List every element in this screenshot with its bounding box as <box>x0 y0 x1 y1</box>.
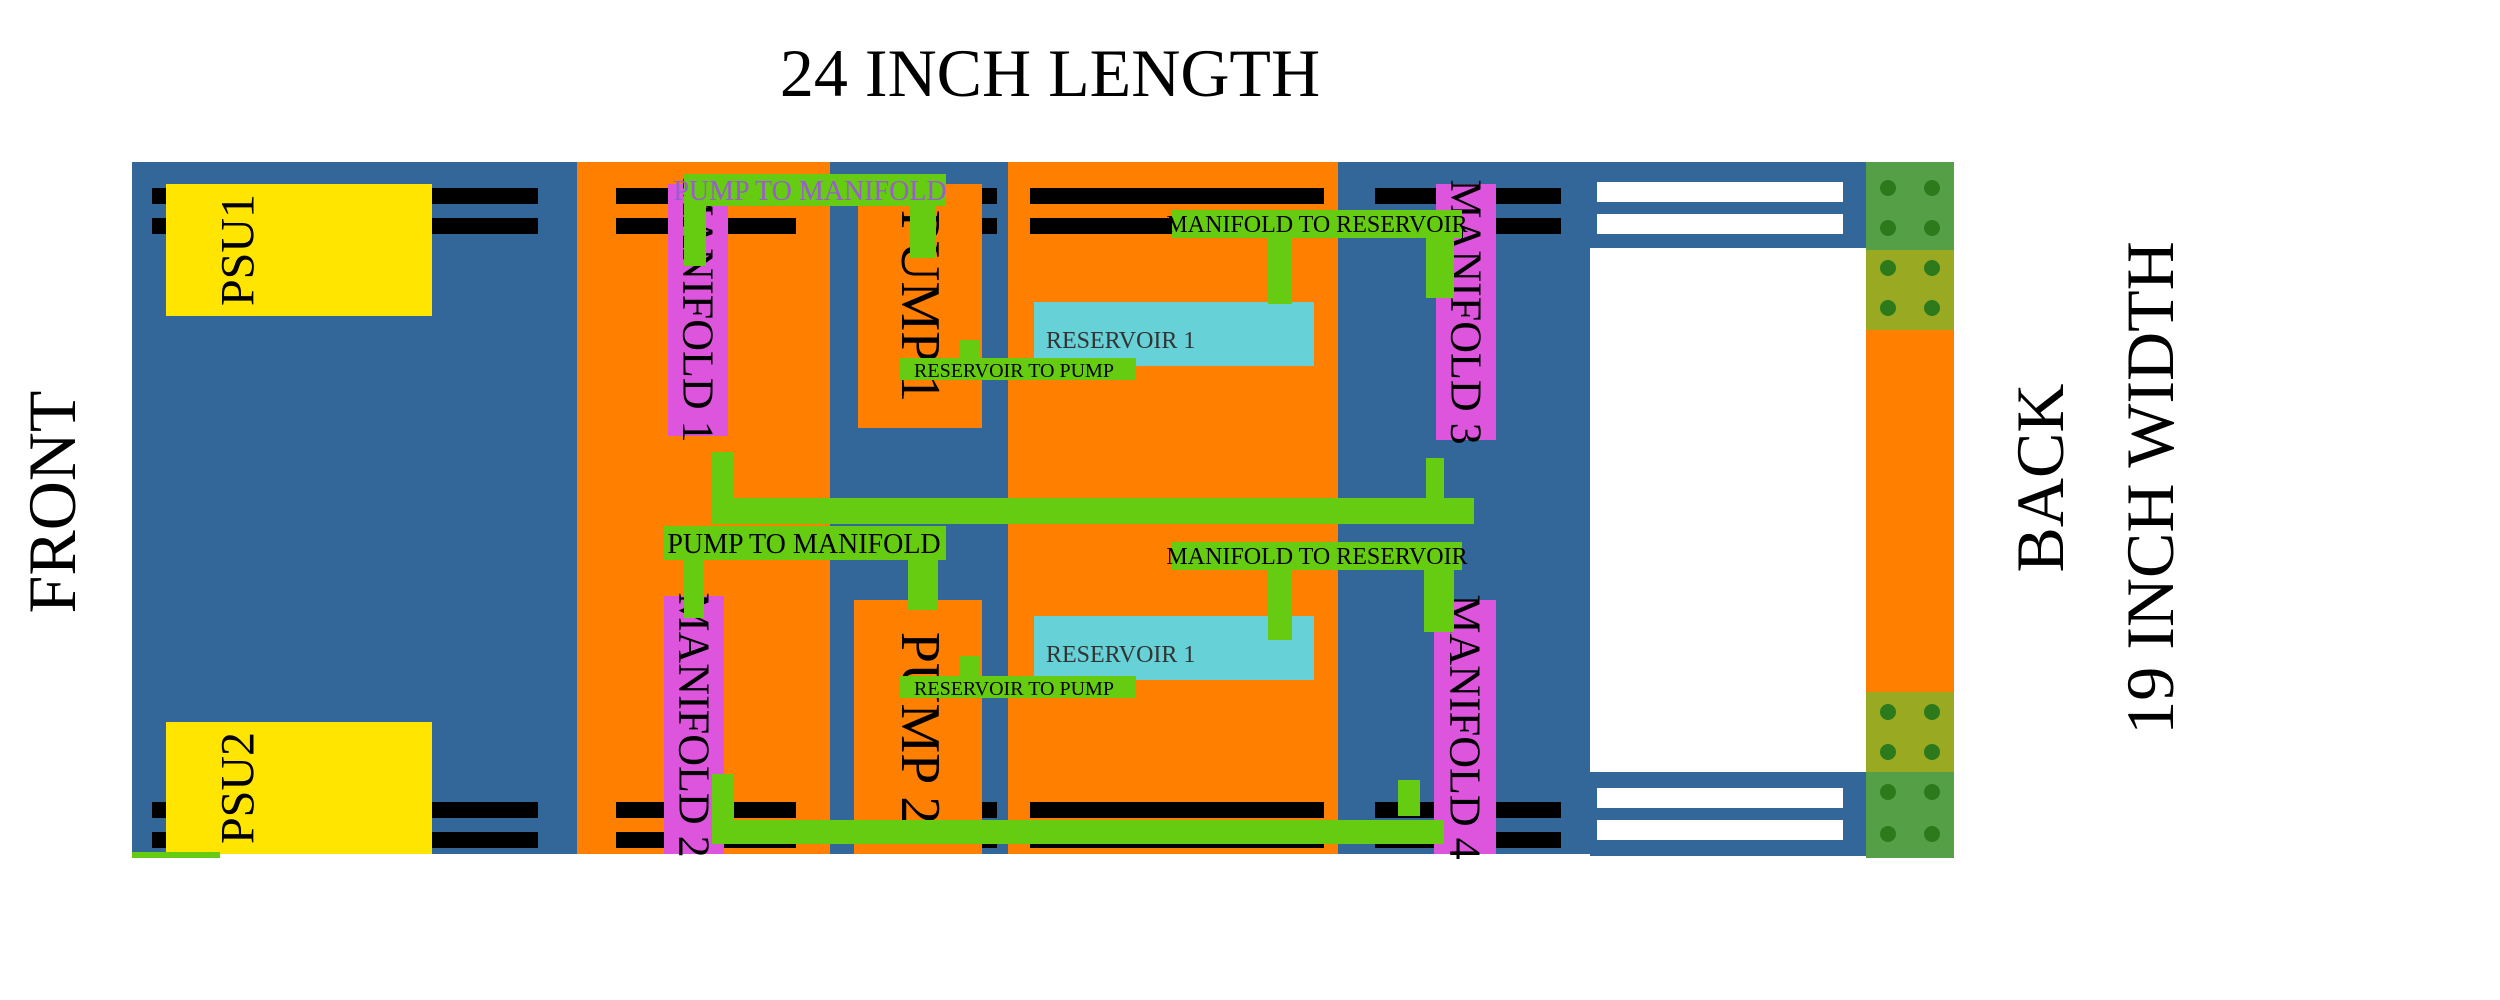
pump2: PUMP 2 <box>854 600 982 854</box>
manifold2-label: MANIFOLD 2 <box>670 592 719 857</box>
diagram-title: 24 INCH LENGTH <box>780 35 1320 111</box>
manifold1: MANIFOLD 1 <box>668 177 728 443</box>
pump-to-manifold-top-label: PUMP TO MANIFOLD <box>673 176 946 207</box>
reservoir-top: RESERVOIR 1 <box>1034 302 1314 366</box>
reservoir-top-label: RESERVOIR 1 <box>1046 328 1195 354</box>
reservoir-to-pump-top-label: RESERVOIR TO PUMP <box>914 360 1114 382</box>
reservoir-to-pump-bottom-label: RESERVOIR TO PUMP <box>914 678 1114 700</box>
psu1-label: PSU1 <box>212 194 265 306</box>
back-connector-bottom <box>1866 692 1954 858</box>
front-label: FRONT <box>14 391 90 614</box>
manifold4-label: MANIFOLD 4 <box>1441 594 1490 859</box>
pump2-label: PUMP 2 <box>889 632 951 824</box>
back-label: BACK <box>2002 384 2078 573</box>
width-label: 19 INCH WIDTH <box>2112 241 2188 735</box>
pump-to-manifold-bottom-label: PUMP TO MANIFOLD <box>667 529 940 560</box>
reservoir-bottom: RESERVOIR 1 <box>1034 616 1314 680</box>
rack-ear-top <box>1590 162 1868 248</box>
manifold4: MANIFOLD 4 <box>1434 594 1496 860</box>
psu2-bottom-edge <box>132 852 220 858</box>
tubing <box>664 174 1474 844</box>
manifold-to-reservoir-bottom-label: MANIFOLD TO RESERVOIR <box>1166 544 1467 570</box>
back-connector-top <box>1866 162 1954 330</box>
rack-ear-bottom <box>1590 772 1868 856</box>
psu2: PSU2 <box>166 722 432 854</box>
reservoir-bottom-label: RESERVOIR 1 <box>1046 642 1195 668</box>
manifold-to-reservoir-top-label: MANIFOLD TO RESERVOIR <box>1166 212 1467 238</box>
psu2-label: PSU2 <box>212 732 265 844</box>
psu1: PSU1 <box>166 184 432 316</box>
